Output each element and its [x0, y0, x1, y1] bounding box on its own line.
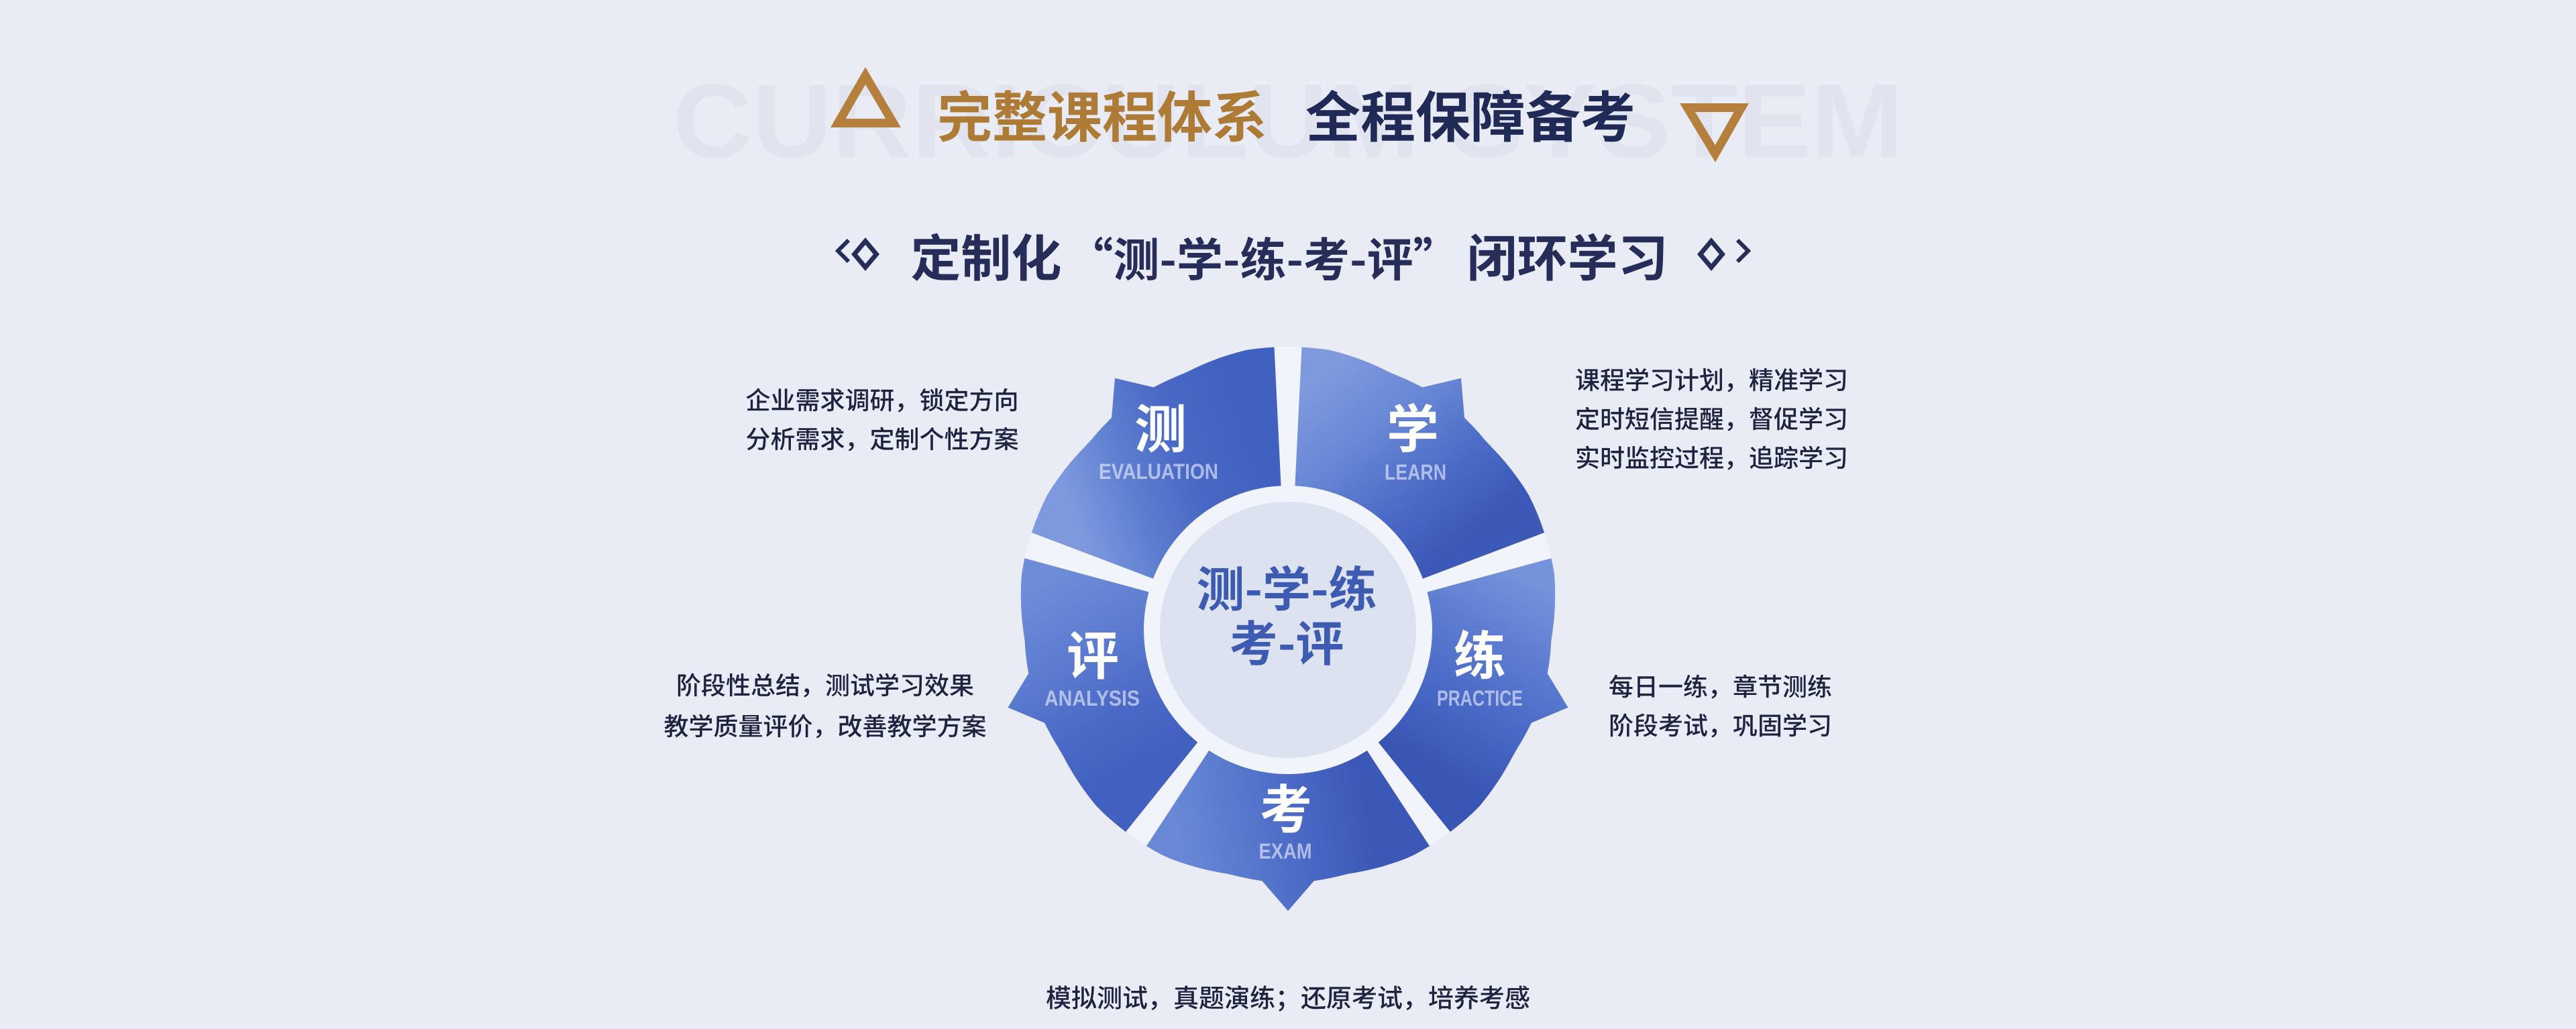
svg-text:LEARN: LEARN	[1385, 460, 1446, 484]
svg-text:PRACTICE: PRACTICE	[1437, 686, 1523, 710]
svg-text:EXAM: EXAM	[1259, 839, 1312, 863]
svg-text:EVALUATION: EVALUATION	[1099, 459, 1218, 484]
svg-text:ANALYSIS: ANALYSIS	[1044, 686, 1140, 710]
